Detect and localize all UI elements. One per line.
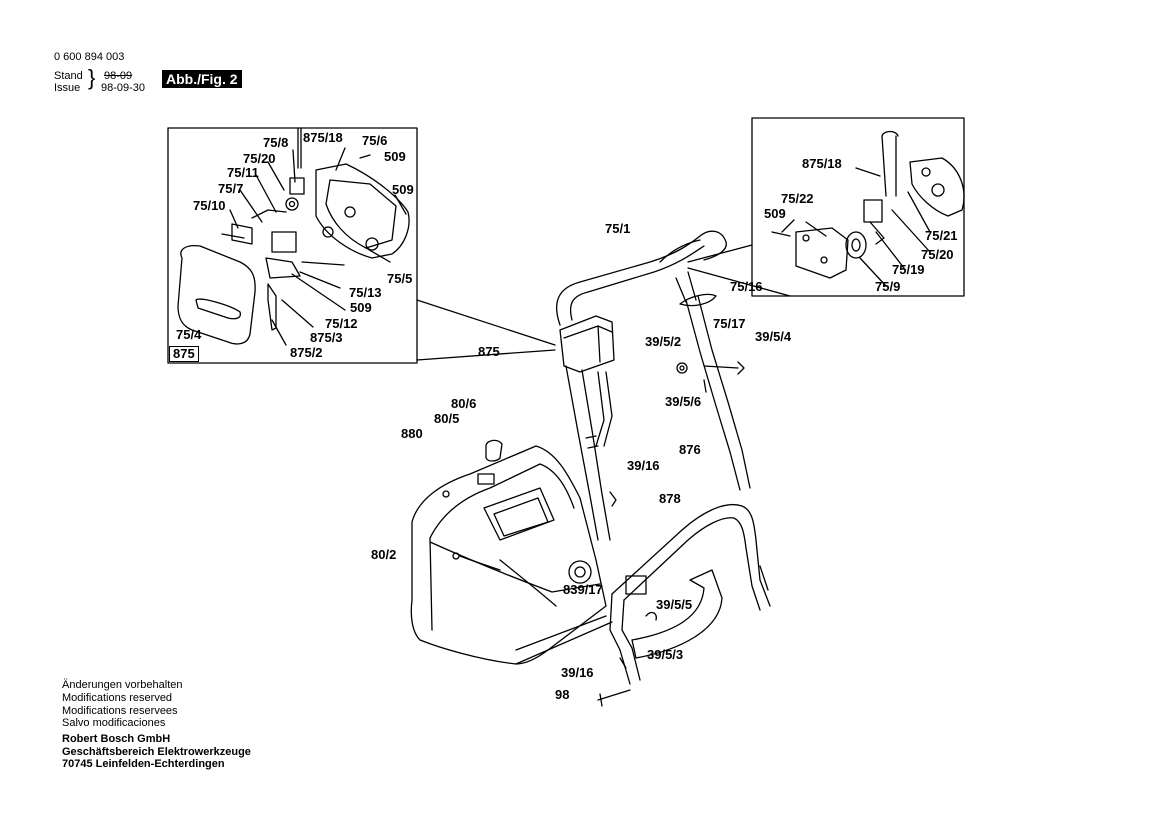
label-75-8: 75/8 (263, 135, 289, 150)
label-75-13: 75/13 (349, 285, 382, 300)
footer-address: 70745 Leinfelden-Echterdingen (62, 758, 225, 770)
label-509-c: 509 (350, 300, 372, 315)
footer-note-en: Modifications reserved (62, 692, 173, 704)
stand-label: Stand (54, 70, 83, 82)
footer-division: Geschäftsbereich Elektrowerkzeuge (62, 746, 251, 758)
label-39-16-a: 39/16 (627, 458, 660, 473)
label-75-6: 75/6 (362, 133, 388, 148)
label-75-11: 75/11 (227, 165, 259, 180)
upper-handle-bar (556, 230, 727, 326)
label-75-10: 75/10 (193, 198, 226, 213)
label-875-main: 875 (478, 344, 500, 359)
footer-note-fr: Modifications reservees (62, 705, 178, 717)
label-875-18: 875/18 (303, 130, 343, 145)
label-75-12: 75/12 (325, 316, 358, 331)
right-label-875-18: 875/18 (802, 156, 842, 171)
label-39-5-2: 39/5/2 (645, 334, 682, 349)
switch-box (559, 315, 615, 373)
right-cover (795, 227, 849, 279)
grass-box (410, 445, 607, 665)
knob (568, 560, 592, 584)
label-98: 98 (555, 687, 570, 702)
label-80-6: 80/6 (451, 396, 477, 411)
stand-value: 98-09 (104, 70, 133, 82)
label-876: 876 (679, 442, 701, 457)
right-label-75-19: 75/19 (892, 262, 925, 277)
brace-glyph: } (88, 65, 96, 90)
label-39-5-4: 39/5/4 (755, 329, 792, 344)
label-75-17: 75/17 (713, 316, 746, 331)
label-39-5-3: 39/5/3 (647, 647, 684, 662)
footer-note-es: Salvo modificaciones (62, 717, 166, 729)
footer-company: Robert Bosch GmbH (62, 733, 171, 745)
label-75-16: 75/16 (730, 279, 763, 294)
label-80-2: 80/2 (371, 547, 397, 562)
left-callout-line (416, 299, 556, 346)
label-39-5-6: 39/5/6 (665, 394, 702, 409)
part-number: 0 600 894 003 (54, 51, 125, 63)
figure-badge: Abb./Fig. 2 (162, 70, 242, 88)
issue-label: Issue (54, 82, 81, 94)
right-label-509: 509 (764, 206, 786, 221)
right-label-75-9: 75/9 (875, 279, 901, 294)
inset-box-label-875: 875 (169, 346, 199, 362)
label-509-a: 509 (384, 149, 406, 164)
left-inset-frame (167, 127, 418, 364)
rotation-arrow (631, 569, 723, 659)
label-75-7: 75/7 (218, 181, 244, 196)
right-label-75-22: 75/22 (781, 191, 814, 206)
issue-value: 98-09-30 (101, 82, 146, 94)
lower-handle (611, 504, 771, 607)
label-39-16-b: 39/16 (561, 665, 594, 680)
label-75-1: 75/1 (605, 221, 631, 236)
label-839-17: 839/17 (563, 582, 603, 597)
right-inset-frame (751, 117, 965, 297)
label-875-2: 875/2 (290, 345, 323, 360)
label-878: 878 (659, 491, 681, 506)
label-509-b: 509 (392, 182, 414, 197)
label-80-5: 80/5 (434, 411, 460, 426)
right-housing (909, 157, 965, 217)
switch-housing (315, 163, 410, 259)
label-75-4: 75/4 (176, 327, 202, 342)
label-880: 880 (401, 426, 423, 441)
right-callout-line-2 (687, 267, 791, 297)
right-label-75-20: 75/20 (921, 247, 954, 262)
cover-plate (177, 244, 256, 345)
left-callout-line-2 (416, 349, 556, 361)
label-875-3: 875/3 (310, 330, 343, 345)
label-75-20: 75/20 (243, 151, 276, 166)
label-75-5: 75/5 (387, 271, 413, 286)
footer-note-de: Änderungen vorbehalten (62, 679, 183, 691)
label-39-5-5: 39/5/5 (656, 597, 693, 612)
right-label-75-21: 75/21 (925, 228, 958, 243)
